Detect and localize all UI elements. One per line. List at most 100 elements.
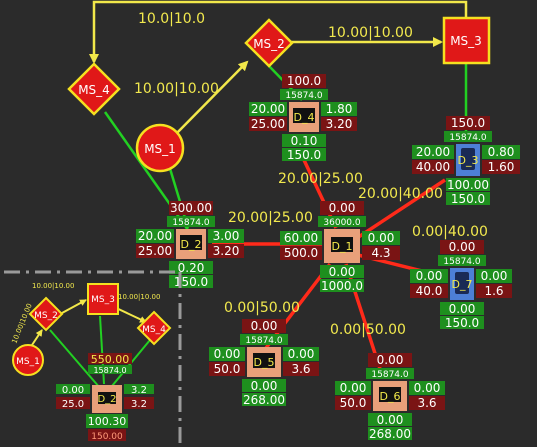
value-right-top: 0.00 xyxy=(481,269,508,283)
value-box-left-top xyxy=(136,229,174,243)
value-bottom-top: 100.00 xyxy=(447,178,489,192)
ms-node-ms1[interactable]: MS_1 xyxy=(135,123,185,173)
ms-label: MS_4 xyxy=(78,83,110,97)
value-left-top: 20.00 xyxy=(251,102,285,116)
value-right-bottom: 4.3 xyxy=(371,246,390,260)
phone-icon xyxy=(461,148,475,170)
value-top-sub: 15874.0 xyxy=(245,336,282,346)
value-right-top: 0.80 xyxy=(488,145,515,159)
value-bottom-bottom: 150.0 xyxy=(451,192,485,206)
link-label-ms2-ms3: 10.00|10.00 xyxy=(328,25,413,41)
inset-device-d2[interactable]: 550.00 15874.0 D_2 0.00 25.0 3.2 3.2 100… xyxy=(56,353,154,442)
ms-label: MS_3 xyxy=(450,34,482,48)
value-bottom-top: 0.00 xyxy=(377,413,404,427)
ms-label: MS_1 xyxy=(16,357,40,367)
value-box-left-bottom xyxy=(335,396,371,410)
value-left-bottom: 40.00 xyxy=(416,160,450,174)
value-box-right-top xyxy=(362,231,400,245)
value-box-top-sub xyxy=(88,365,132,374)
value-bottom-bottom: 150.00 xyxy=(91,432,123,442)
value-bottom-bottom: 150.0 xyxy=(445,316,479,330)
monitor-icon xyxy=(180,235,202,250)
value-box-left-top xyxy=(56,384,90,394)
value-box-top xyxy=(440,240,484,254)
device-label: D_2 xyxy=(181,238,202,251)
device-label: D_5 xyxy=(254,356,275,369)
inset-link-ms2-ms3[interactable] xyxy=(61,299,87,314)
device-node-d1[interactable]: 0.0036000.0D_160.00500.00.004.30.001000.… xyxy=(280,201,400,293)
value-right-top: 0.00 xyxy=(368,231,395,245)
value-box-top xyxy=(169,201,213,215)
value-bottom-top: 0.00 xyxy=(329,265,356,279)
value-box-top xyxy=(242,319,286,333)
link-label-d5-d1: 0.00|50.00 xyxy=(224,300,300,316)
value-left-bottom: 25.0 xyxy=(62,399,84,410)
value-bottom-bottom: 150.0 xyxy=(287,148,321,162)
value-box-right-bottom xyxy=(124,397,154,409)
device-node-d3[interactable]: 150.015874.0D_320.0040.000.801.60100.001… xyxy=(412,116,520,206)
value-bottom-bottom: 150.0 xyxy=(174,275,208,289)
value-right-top: 0.00 xyxy=(414,381,441,395)
ms-node-ms3[interactable]: MS_3 xyxy=(442,16,491,65)
value-box-right-top xyxy=(476,269,512,283)
value-box-right-top xyxy=(321,102,357,116)
value-box-bottom-bottom xyxy=(320,279,364,292)
inset-link-ms2-d2[interactable] xyxy=(49,329,101,389)
inset-ms-node-ms4[interactable]: MS_4 xyxy=(136,310,172,346)
ms-label: MS_2 xyxy=(34,311,58,321)
value-right-bottom: 3.20 xyxy=(326,117,353,131)
ms-node-ms2[interactable]: MS_2 xyxy=(244,18,294,68)
value-box-left-top xyxy=(410,269,448,283)
value-top: 550.00 xyxy=(91,353,130,366)
inset-panel: 10.00|10.00 10.00|10.00 10.00|10.00 MS_2… xyxy=(4,270,182,443)
device-nodes: 100.015874.0D_420.0025.001.803.200.10150… xyxy=(136,74,520,441)
value-left-bottom: 50.0 xyxy=(214,362,241,376)
value-top: 100.0 xyxy=(287,74,321,88)
link-d3-d1[interactable] xyxy=(353,178,446,242)
value-box-left-top xyxy=(280,231,322,245)
ms-label: MS_2 xyxy=(253,37,285,51)
value-box-top-sub xyxy=(240,334,288,345)
value-top: 150.0 xyxy=(451,116,485,130)
value-box-right-bottom xyxy=(482,160,520,174)
value-box-top-sub xyxy=(438,255,486,266)
value-top-sub: 36000.0 xyxy=(323,218,360,228)
value-box-bottom-bottom xyxy=(440,316,484,329)
value-top-sub: 15874.0 xyxy=(449,133,486,143)
ms-node-ms4[interactable]: MS_4 xyxy=(67,62,121,116)
value-right-bottom: 3.6 xyxy=(417,396,436,410)
value-box-left-bottom xyxy=(136,244,174,258)
value-box-right-bottom xyxy=(283,362,319,376)
value-top-sub: 15874.0 xyxy=(285,91,322,101)
value-box-right-top xyxy=(409,381,445,395)
value-left-bottom: 50.0 xyxy=(340,396,367,410)
link-ms1-ms2[interactable] xyxy=(171,60,249,139)
device-node-d2[interactable]: 300.0015874.0D_220.0025.003.003.200.2015… xyxy=(136,201,244,289)
device-node-d4[interactable]: 100.015874.0D_420.0025.001.803.200.10150… xyxy=(249,74,357,162)
value-box-bottom-top xyxy=(86,414,128,428)
value-top: 0.00 xyxy=(251,319,278,333)
link-ms3-ms4[interactable] xyxy=(89,0,468,64)
inset-ms-node-ms1[interactable]: MS_1 xyxy=(12,344,44,376)
value-box-left-top xyxy=(249,102,287,116)
value-left-bottom: 500.0 xyxy=(284,246,318,260)
value-box-bottom-top xyxy=(440,302,484,315)
value-left-bottom: 25.00 xyxy=(251,117,285,131)
inset-ms-node-ms2[interactable]: MS_2 xyxy=(28,296,64,332)
value-bottom-bottom: 1000.0 xyxy=(321,279,363,293)
value-box-top xyxy=(368,353,412,367)
value-top-sub: 15874.0 xyxy=(371,370,408,380)
inset-ms-node-ms3[interactable]: MS_3 xyxy=(87,283,119,315)
monitor-icon xyxy=(331,237,353,252)
value-left-top: 0.00 xyxy=(214,347,241,361)
value-box-top-sub xyxy=(318,216,366,227)
value-top-sub: 15874.0 xyxy=(443,257,480,267)
value-box-left-top xyxy=(412,145,454,159)
ms-label: MS_1 xyxy=(144,142,176,156)
device-label: D_1 xyxy=(332,240,353,253)
